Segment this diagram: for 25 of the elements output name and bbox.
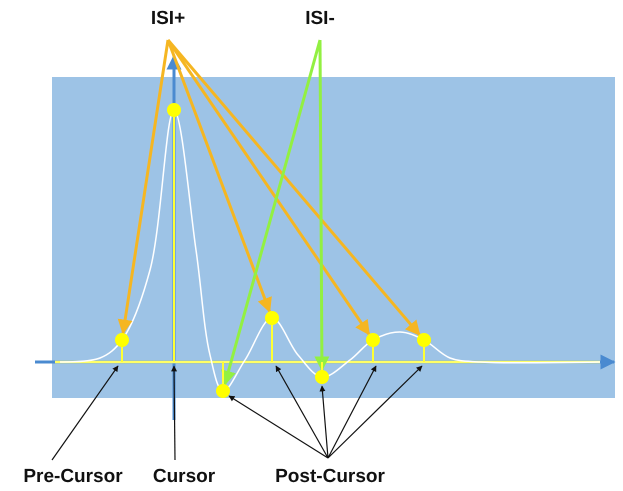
arrow	[327, 365, 377, 458]
arrow	[118, 40, 170, 335]
axis-label: Cursor	[152, 466, 216, 488]
tap-marker	[167, 103, 181, 362]
arrow	[328, 366, 422, 458]
arrow	[228, 396, 328, 458]
arrow	[166, 39, 421, 336]
arrow	[166, 39, 370, 336]
tap-marker	[315, 362, 329, 384]
arrow	[275, 365, 329, 458]
tap-marker	[216, 362, 230, 398]
tap-marker	[366, 333, 380, 362]
tap-marker	[115, 333, 129, 362]
arrow	[171, 365, 178, 460]
arrow	[314, 40, 330, 372]
axis-label: Post-Cursor	[275, 466, 385, 488]
axis-label: ISI-	[305, 8, 335, 30]
arrow	[52, 366, 118, 460]
axis-label: ISI+	[150, 8, 186, 30]
tap-marker	[265, 311, 279, 362]
arrow	[221, 40, 322, 386]
arrow	[166, 39, 272, 313]
tap-marker	[417, 333, 431, 362]
axis-label: Pre-Cursor	[23, 466, 123, 488]
arrow	[319, 385, 329, 458]
